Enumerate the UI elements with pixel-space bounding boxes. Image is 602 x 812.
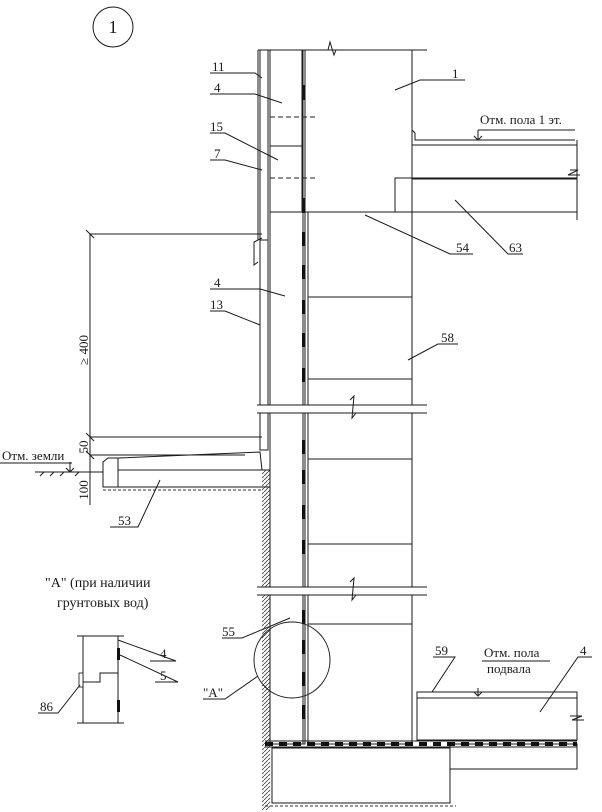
callout-15: 15 — [210, 119, 223, 134]
block-wall — [259, 211, 413, 810]
detail-a-marker — [253, 621, 331, 699]
detail-a — [38, 635, 179, 724]
callout-58: 58 — [441, 330, 454, 345]
dimension-lines — [85, 229, 262, 505]
callout-7: 7 — [214, 146, 221, 161]
callout-4-mid: 4 — [214, 275, 221, 290]
basement-floor — [416, 688, 584, 770]
blind-area — [35, 451, 271, 491]
flashing — [253, 237, 263, 266]
callout-a: "A" — [203, 685, 223, 700]
dimension-100: 100 — [76, 480, 91, 500]
dimension-50: 50 — [76, 441, 91, 454]
callout-63: 63 — [509, 240, 522, 255]
basement-level-label-1: Отм. пола — [484, 645, 540, 660]
ground-level-label: Отм. земли — [2, 448, 64, 463]
callout-4-floor: 4 — [580, 643, 587, 658]
callout-4-top: 4 — [214, 80, 221, 95]
callout-13: 13 — [210, 297, 223, 312]
callout-55: 55 — [222, 624, 235, 639]
break-line — [257, 394, 427, 602]
detail-a-title-2: грунтовых вод) — [57, 596, 149, 611]
first-floor-slab — [394, 50, 580, 220]
detail-a-callout-86: 86 — [40, 699, 54, 714]
detail-a-callout-4: 4 — [160, 646, 167, 661]
svg-text:1: 1 — [109, 17, 118, 37]
callout-59: 59 — [435, 643, 448, 658]
leader-lines — [110, 72, 592, 713]
dimension-400: ≥ 400 — [76, 335, 91, 365]
detail-a-callout-5: 5 — [160, 668, 167, 683]
callout-11: 11 — [212, 59, 225, 74]
first-floor-level-label: Отм. пола 1 эт. — [480, 112, 562, 127]
foundation-footing — [271, 747, 451, 804]
callout-1: 1 — [452, 66, 459, 81]
detail-a-title-1: "A" (при наличии — [45, 576, 151, 591]
callout-53: 53 — [118, 513, 131, 528]
drawing-number: 1 — [92, 6, 134, 48]
upper-wall — [257, 40, 427, 241]
callout-54: 54 — [456, 240, 470, 255]
basement-level-label-2: подвала — [487, 661, 531, 676]
waterproofing-layer — [265, 740, 577, 748]
